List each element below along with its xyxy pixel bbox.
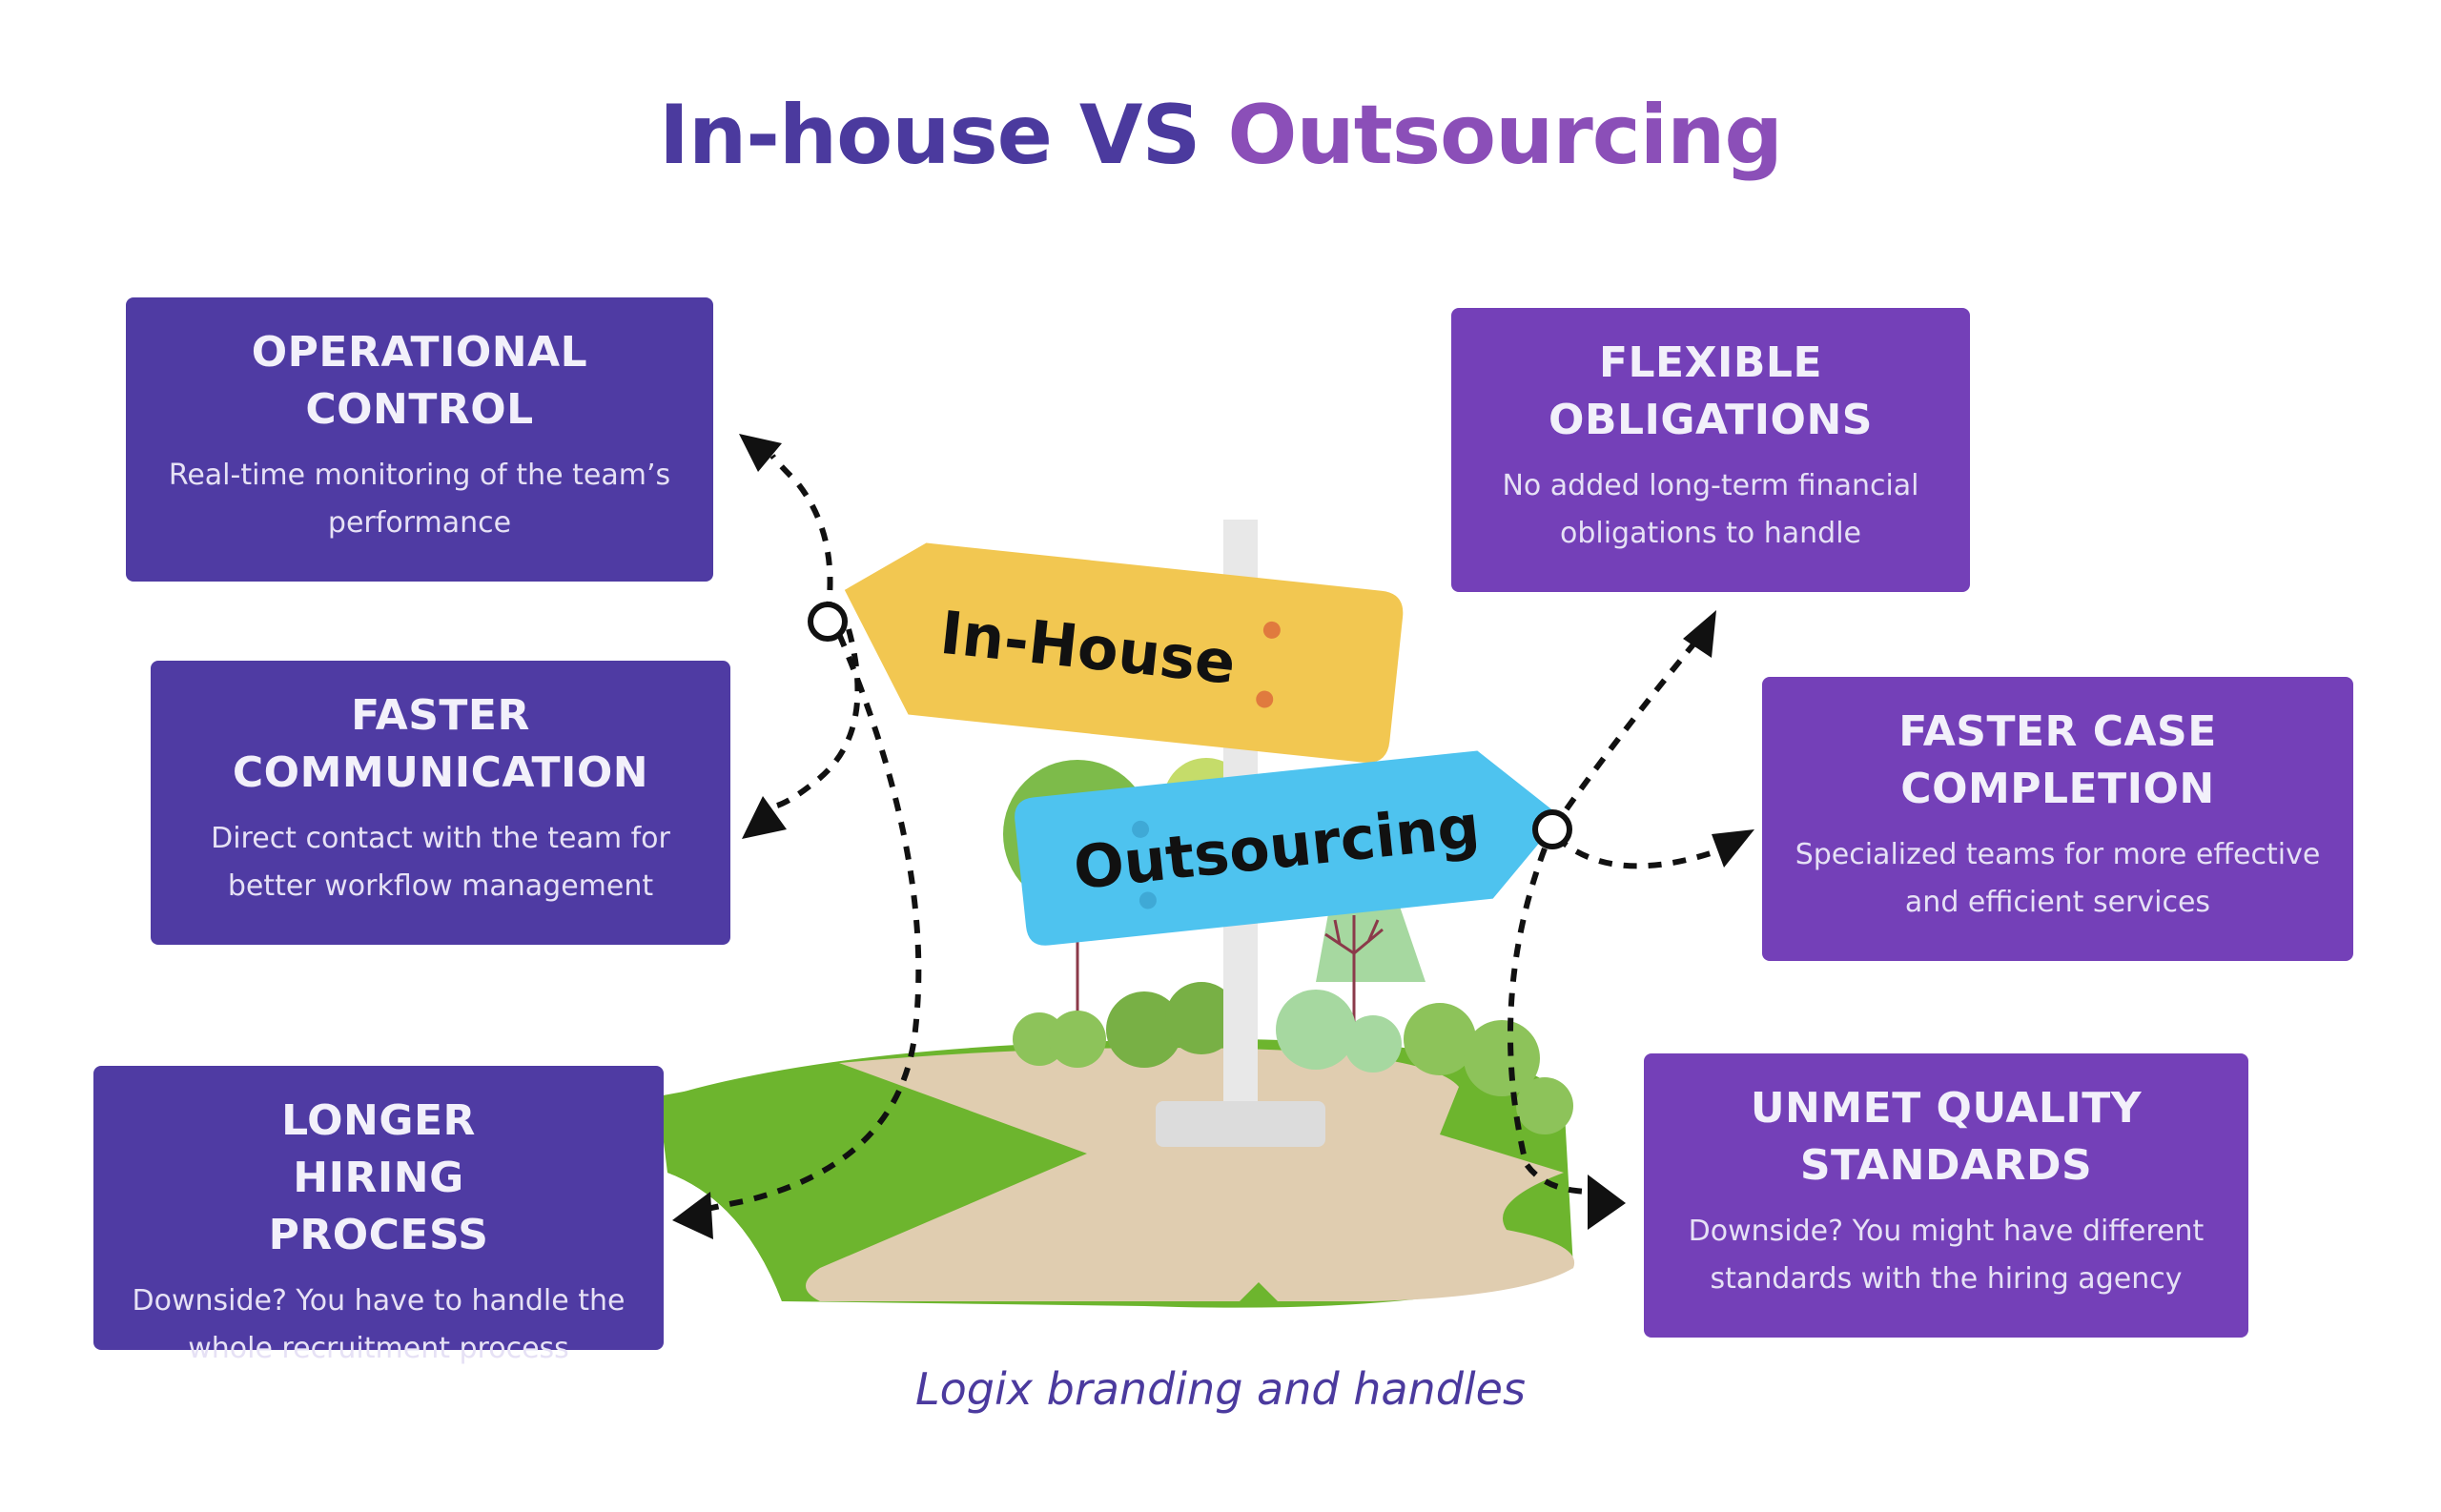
- card-flexible-obligations: FLEXIBLE OBLIGATIONS No added long-term …: [1451, 308, 1970, 592]
- card-description: Downside? You have to handle the whole r…: [132, 1284, 626, 1365]
- outsourcing-sign: Outsourcing: [1015, 750, 1562, 946]
- title-inhouse: In-house VS: [659, 88, 1200, 183]
- card-description: Direct contact with the team for better …: [211, 822, 670, 903]
- card-heading: OPERATIONAL CONTROL: [251, 328, 588, 434]
- card-description: No added long-term financial obligations…: [1502, 469, 1919, 550]
- caption: Logix branding and handles: [915, 1363, 1526, 1415]
- card-unmet-quality-standards: UNMET QUALITY STANDARDS Downside? You mi…: [1644, 1053, 2248, 1338]
- card-description: Downside? You might have different stand…: [1688, 1215, 2205, 1296]
- card-heading: UNMET QUALITY STANDARDS: [1750, 1084, 2143, 1190]
- card-longer-hiring-process: LONGER HIRING PROCESS Downside? You have…: [93, 1066, 664, 1365]
- card-description: Specialized teams for more effective and…: [1795, 838, 2321, 919]
- bushes: [1013, 982, 1573, 1134]
- card-heading: FLEXIBLE OBLIGATIONS: [1549, 338, 1873, 444]
- card-heading: LONGER HIRING PROCESS: [268, 1096, 489, 1259]
- card-faster-communication: FASTER COMMUNICATION Direct contact with…: [151, 661, 730, 945]
- connector-circles: [808, 602, 1572, 849]
- card-description: Real-time monitoring of the team’s perfo…: [168, 459, 671, 540]
- arrow-heads: [672, 434, 1754, 1239]
- page-title: In-house VS Outsourcing: [0, 88, 2441, 183]
- card-heading: FASTER CASE COMPLETION: [1898, 707, 2217, 813]
- title-outsourcing: Outsourcing: [1227, 88, 1783, 183]
- card-operational-control: OPERATIONAL CONTROL Real-time monitoring…: [126, 297, 713, 582]
- card-faster-case-completion: FASTER CASE COMPLETION Specialized teams…: [1762, 677, 2353, 961]
- inhouse-sign: In-House: [844, 542, 1404, 763]
- card-heading: FASTER COMMUNICATION: [232, 691, 649, 797]
- left-arrows: [699, 454, 1717, 1214]
- signpost-base: [1156, 1101, 1325, 1147]
- ground: [658, 1039, 1575, 1308]
